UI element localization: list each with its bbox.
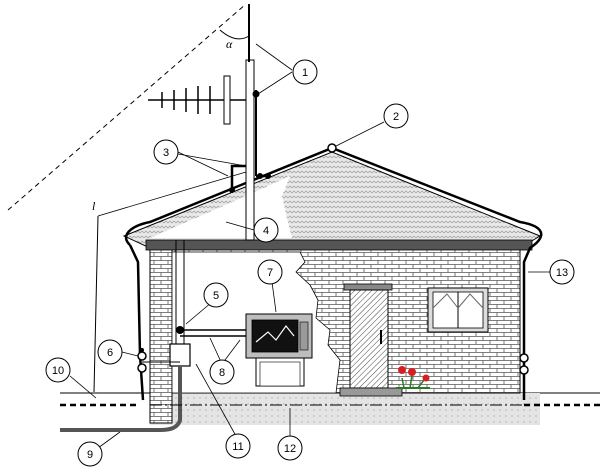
mast-ground-wire xyxy=(175,240,185,344)
angle-arc xyxy=(219,29,250,40)
test-joint-left-lower xyxy=(137,363,147,373)
callout-12: 12 xyxy=(277,435,303,461)
svg-text:7: 7 xyxy=(267,267,273,279)
junction-box xyxy=(169,343,191,367)
antenna-mast xyxy=(245,59,255,241)
svg-text:2: 2 xyxy=(393,111,399,123)
left-down-conductor xyxy=(128,244,145,401)
callout-5: 5 xyxy=(203,282,229,308)
svg-text:9: 9 xyxy=(87,449,93,461)
ridge-fitting xyxy=(327,143,337,153)
length-symbol: l xyxy=(92,199,96,213)
callout-13: 13 xyxy=(549,259,575,285)
angle-symbol: α xyxy=(226,37,233,51)
antenna-cable xyxy=(180,329,246,337)
svg-text:13: 13 xyxy=(556,267,568,279)
test-joint-right-lower xyxy=(519,365,529,375)
svg-text:3: 3 xyxy=(163,147,169,159)
callout-11: 11 xyxy=(225,433,251,459)
callout-6: 6 xyxy=(97,339,123,365)
mast-clamp xyxy=(252,90,260,98)
svg-text:1: 1 xyxy=(302,67,308,79)
callout-8: 8 xyxy=(209,359,235,385)
door xyxy=(349,289,389,389)
door-frame xyxy=(343,283,393,291)
house-foundation xyxy=(150,393,540,425)
roof-down-conductor xyxy=(124,146,543,400)
callout-2: 2 xyxy=(383,103,409,129)
svg-text:5: 5 xyxy=(213,290,219,302)
protection-distance-line xyxy=(93,215,99,393)
callout-3: 3 xyxy=(153,139,179,165)
svg-text:6: 6 xyxy=(107,347,113,359)
left-pillar xyxy=(149,247,173,424)
svg-text:11: 11 xyxy=(232,441,243,453)
svg-text:4: 4 xyxy=(263,225,269,237)
antenna xyxy=(148,75,246,125)
callout-9: 9 xyxy=(77,441,103,467)
test-joint-left-upper xyxy=(137,351,147,361)
test-joint-right-upper xyxy=(519,353,529,363)
callout-1: 1 xyxy=(292,59,318,85)
callout-10: 10 xyxy=(45,357,71,383)
cable-entry-point xyxy=(176,326,184,334)
eave-board xyxy=(145,239,533,251)
leader-lines xyxy=(69,43,550,449)
earthing-cable xyxy=(60,366,182,432)
callout-7: 7 xyxy=(257,259,283,285)
door-step xyxy=(339,387,403,397)
svg-text:10: 10 xyxy=(52,365,64,377)
svg-text:8: 8 xyxy=(219,367,225,379)
tv-set xyxy=(245,313,313,387)
svg-text:12: 12 xyxy=(284,443,296,455)
flowers xyxy=(396,366,430,389)
callout-4: 4 xyxy=(253,217,279,243)
protection-zone-line xyxy=(7,3,247,211)
